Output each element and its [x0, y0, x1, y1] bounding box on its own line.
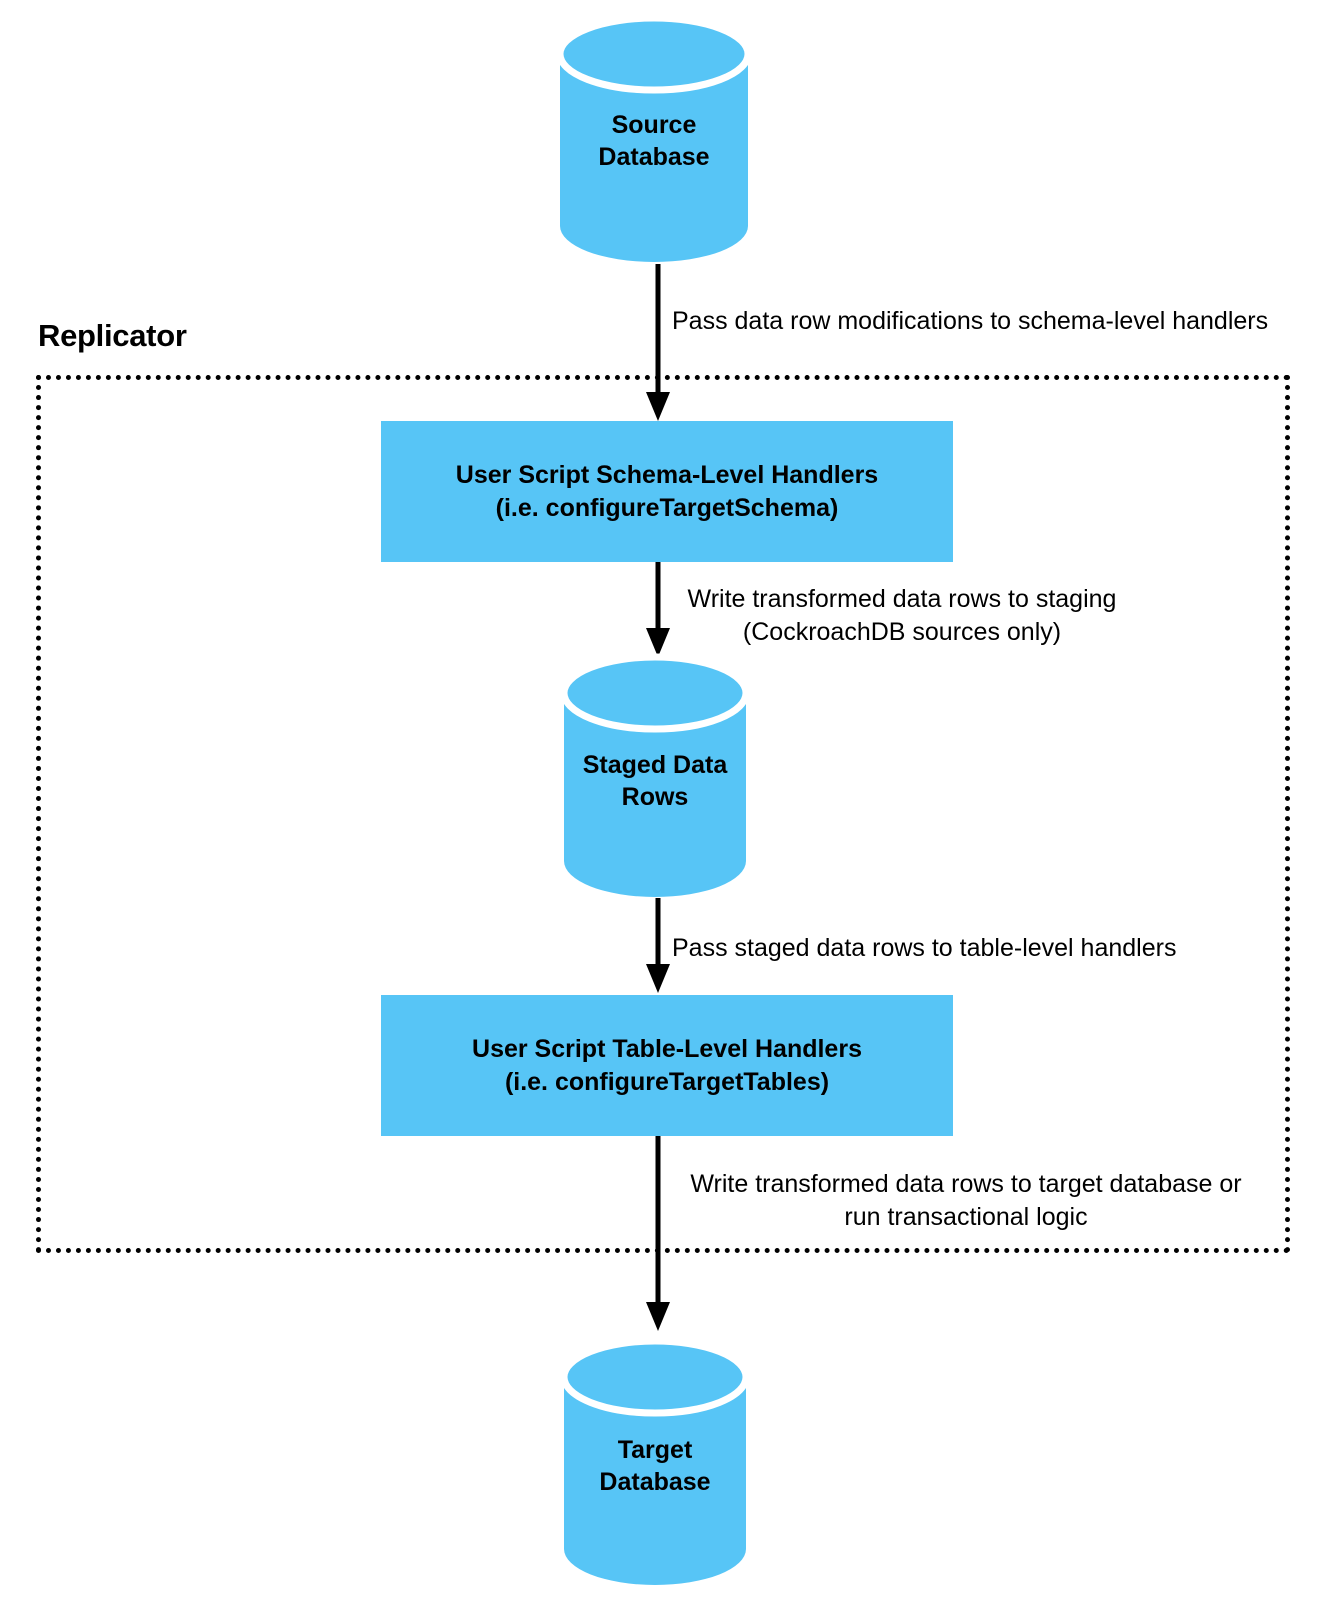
node-target-database-label: Target Database	[599, 1436, 711, 1496]
edge-source-to-schema-label: Pass data row modifications to schema-le…	[672, 307, 1269, 335]
cylinder-shape	[562, 1337, 748, 1585]
node-source-database: Source Database	[558, 14, 750, 264]
edge-staged-to-table-label: Pass staged data rows to table-level han…	[672, 934, 1177, 962]
edge-table-to-target-arrow	[644, 1136, 672, 1332]
node-table-level-handlers: User Script Table-Level Handlers (i.e. c…	[381, 995, 953, 1136]
edge-schema-to-staged-arrow	[644, 562, 672, 658]
node-table-level-handlers-label: User Script Table-Level Handlers (i.e. c…	[472, 1034, 862, 1096]
node-staged-data-rows: Staged Data Rows	[562, 653, 748, 898]
replicator-group-title: Replicator	[38, 318, 187, 353]
replicator-group-box	[36, 375, 1290, 1253]
cylinder-shape	[562, 653, 748, 897]
edge-source-to-schema-arrow	[644, 264, 672, 422]
cylinder-shape	[558, 14, 750, 262]
node-schema-level-handlers: User Script Schema-Level Handlers (i.e. …	[381, 421, 953, 562]
node-target-database: Target Database	[562, 1337, 748, 1587]
node-staged-data-rows-label: Staged Data Rows	[582, 751, 728, 811]
edge-table-to-target-label: Write transformed data rows to target da…	[690, 1170, 1242, 1231]
node-source-database-label: Source Database	[598, 111, 710, 171]
edge-schema-to-staged-label: Write transformed data rows to staging (…	[687, 585, 1117, 646]
edge-staged-to-table-arrow	[644, 898, 672, 994]
node-schema-level-handlers-label: User Script Schema-Level Handlers (i.e. …	[455, 460, 879, 522]
